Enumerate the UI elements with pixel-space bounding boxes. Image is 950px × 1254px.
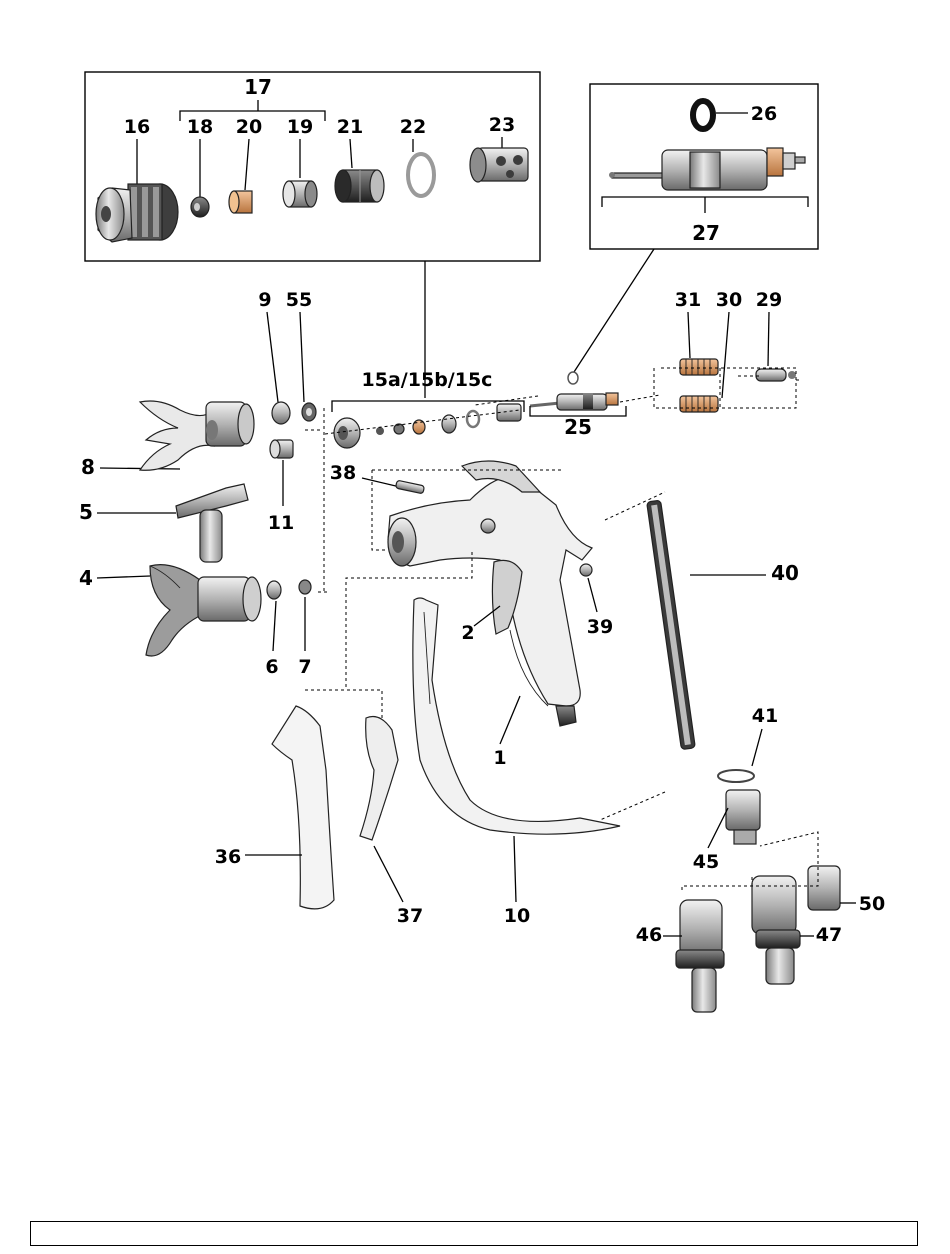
part-18-seal bbox=[191, 197, 209, 217]
part-47-swivel-fitting bbox=[752, 876, 800, 984]
label-25: 25 bbox=[564, 415, 592, 439]
part-40-filter bbox=[647, 500, 696, 750]
label-1: 1 bbox=[493, 747, 506, 769]
label-8: 8 bbox=[81, 455, 95, 479]
label-39: 39 bbox=[587, 616, 613, 638]
label-19: 19 bbox=[287, 116, 313, 138]
part-46-swivel-fitting bbox=[676, 900, 724, 1012]
label-22: 22 bbox=[400, 116, 426, 138]
label-5: 5 bbox=[79, 500, 93, 524]
part-26-small-ring bbox=[568, 372, 578, 384]
label-45: 45 bbox=[693, 851, 719, 873]
part-30-spring bbox=[680, 396, 718, 412]
label-40: 40 bbox=[771, 561, 799, 585]
label-6: 6 bbox=[265, 656, 278, 678]
footer-frame bbox=[30, 1221, 918, 1246]
label-17: 17 bbox=[244, 75, 272, 99]
part-15-packing-components bbox=[334, 404, 521, 448]
part-21-seal-housing bbox=[335, 170, 384, 202]
label-47: 47 bbox=[816, 924, 842, 946]
label-9: 9 bbox=[258, 289, 271, 311]
label-29: 29 bbox=[756, 289, 782, 311]
part-45-fitting bbox=[726, 790, 760, 844]
part-31-spring bbox=[680, 359, 718, 375]
label-55: 55 bbox=[286, 289, 312, 311]
label-4: 4 bbox=[79, 566, 93, 590]
part-16-packing-nut bbox=[96, 184, 178, 242]
part-26-o-ring bbox=[693, 101, 713, 129]
part-5-spray-tip bbox=[176, 484, 248, 562]
label-27: 27 bbox=[692, 221, 720, 245]
part-25-needle bbox=[530, 393, 618, 410]
part-6-gasket bbox=[267, 581, 281, 599]
label-11: 11 bbox=[268, 512, 294, 534]
part-22-o-ring bbox=[408, 154, 434, 196]
label-23: 23 bbox=[489, 114, 515, 136]
part-27-needle-assembly bbox=[609, 148, 805, 190]
part-19-bushing bbox=[283, 181, 317, 207]
part-36-handle bbox=[272, 706, 334, 909]
label-30: 30 bbox=[716, 289, 742, 311]
label-50: 50 bbox=[859, 893, 885, 915]
part-9-gasket bbox=[272, 402, 290, 424]
part-38-pin bbox=[395, 480, 424, 494]
label-7: 7 bbox=[298, 656, 311, 678]
part-20-brass-bushing bbox=[229, 191, 252, 213]
label-37: 37 bbox=[397, 905, 423, 927]
label-16: 16 bbox=[124, 116, 150, 138]
label-46: 46 bbox=[636, 924, 662, 946]
label-15: 15a/15b/15c bbox=[362, 369, 493, 391]
part-7-seat bbox=[299, 580, 311, 594]
part-29-spring-retainer bbox=[756, 369, 796, 381]
label-41: 41 bbox=[752, 705, 778, 727]
part-4-tip-guard-assembly bbox=[146, 565, 261, 656]
part-41-ring bbox=[718, 770, 754, 782]
part-50-adapter bbox=[808, 866, 840, 910]
label-21: 21 bbox=[337, 116, 363, 138]
part-11-tip-seal bbox=[270, 440, 293, 458]
part-39-screw bbox=[580, 564, 592, 576]
part-23-retainer bbox=[470, 148, 528, 182]
part-37-handle-insert bbox=[360, 717, 398, 841]
label-10: 10 bbox=[504, 905, 530, 927]
part-8-tip-guard bbox=[140, 401, 254, 470]
label-26: 26 bbox=[751, 103, 777, 125]
label-18: 18 bbox=[187, 116, 213, 138]
label-2: 2 bbox=[461, 622, 474, 644]
label-38: 38 bbox=[330, 462, 356, 484]
label-31: 31 bbox=[675, 289, 701, 311]
label-36: 36 bbox=[215, 846, 241, 868]
label-20: 20 bbox=[236, 116, 262, 138]
